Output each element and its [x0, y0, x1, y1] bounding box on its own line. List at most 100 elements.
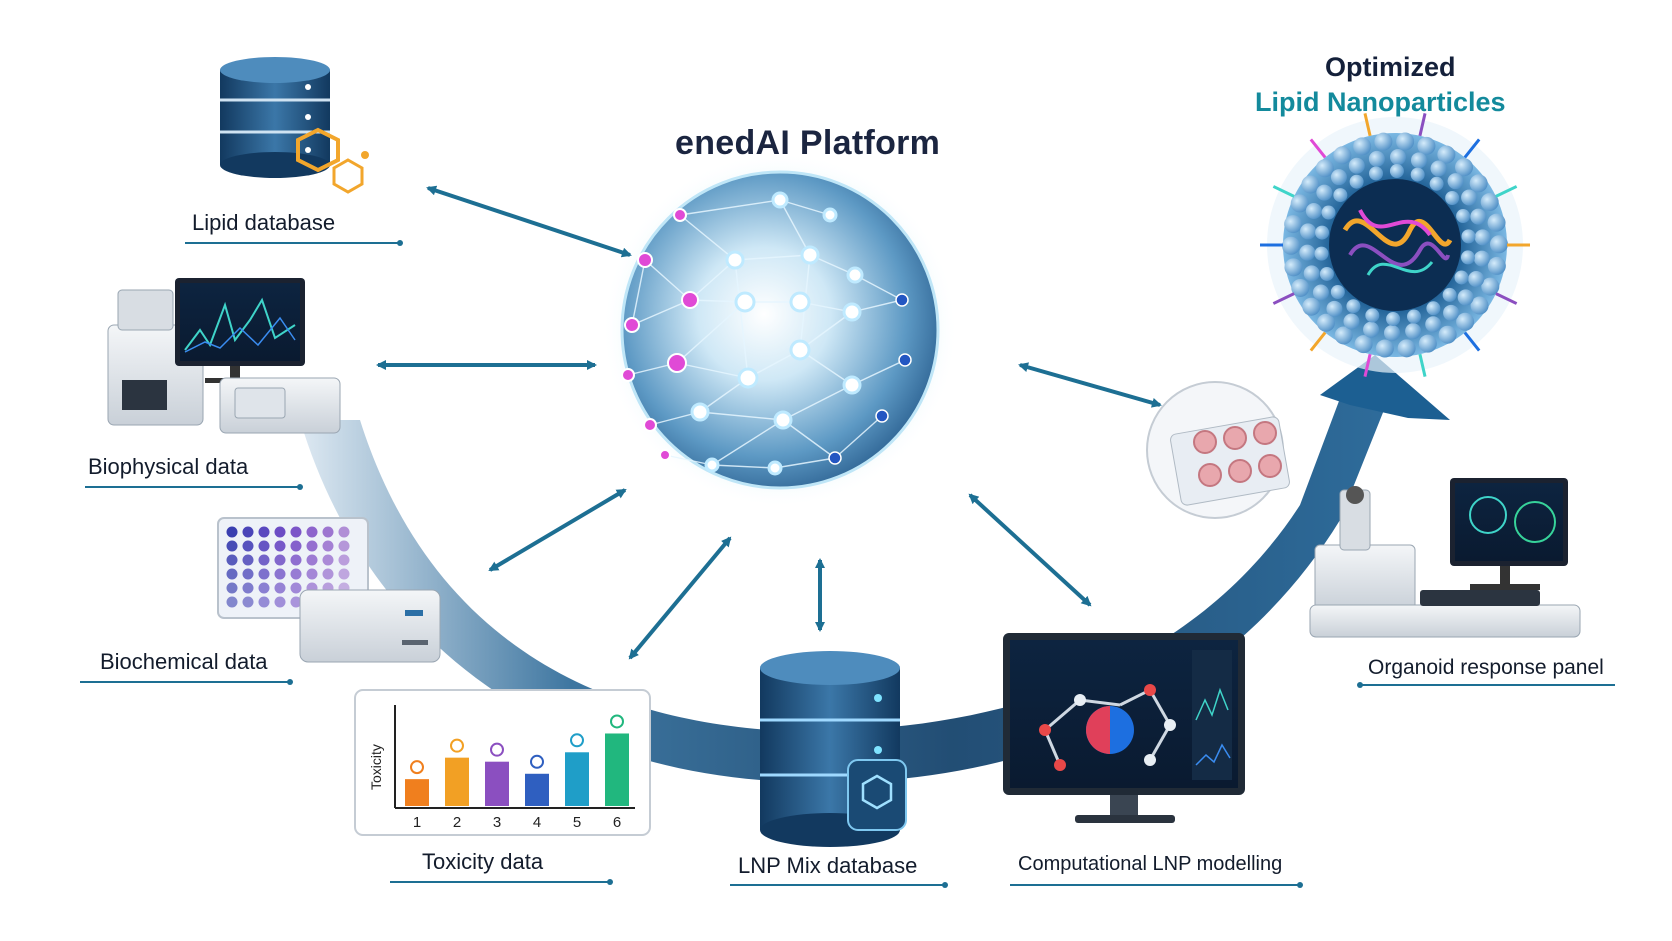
biochemical-plate-icon: [217, 517, 441, 663]
lipid-head: [1316, 313, 1335, 332]
plate-well: [258, 554, 270, 566]
output-arrow-head: [1320, 355, 1450, 420]
toxicity-bar-3: [485, 761, 509, 806]
lipid-head: [1480, 193, 1499, 212]
lipid-head: [1437, 145, 1456, 164]
arrow-biochemical: [488, 488, 627, 572]
organoid-plate-icon: [1146, 381, 1290, 519]
plate-well: [258, 582, 270, 594]
lipid-head: [1417, 136, 1436, 155]
lipid-head: [1426, 301, 1441, 316]
lipid-head: [1330, 284, 1345, 299]
lipid-head: [1348, 157, 1365, 174]
surface-ligand: [1363, 353, 1372, 377]
lipid-head: [1333, 146, 1352, 165]
lipid-head: [1321, 205, 1336, 220]
lipid-head: [1374, 132, 1393, 151]
biochemical-label: Biochemical data: [100, 649, 268, 674]
plate-well: [338, 554, 350, 566]
arrow-computational: [968, 493, 1092, 607]
lipid-head: [1481, 277, 1500, 296]
plate-well: [306, 526, 318, 538]
lipid-head: [1454, 270, 1469, 285]
plate-well: [274, 568, 286, 580]
surface-ligand: [1272, 185, 1295, 198]
lipid-head: [1386, 311, 1401, 326]
lipid-head: [1425, 316, 1442, 333]
toxicity-tick-label: 6: [613, 814, 621, 831]
lipid-head: [1461, 189, 1478, 206]
lipid-head: [1334, 326, 1353, 345]
plate-well: [338, 540, 350, 552]
lipid-head: [1461, 229, 1476, 244]
lipid-database-icon: [220, 57, 369, 194]
plate-well: [242, 568, 254, 580]
organoid-label: Organoid response panel: [1368, 656, 1604, 679]
lipid-head: [1396, 132, 1415, 151]
lipid-head: [1447, 173, 1464, 190]
lipid-head: [1299, 244, 1316, 261]
lipid-head: [1469, 174, 1488, 193]
lipid-head: [1290, 194, 1309, 213]
lipid-head: [1489, 235, 1508, 254]
plate-well: [322, 554, 334, 566]
computational-label: Computational LNP modelling: [1018, 853, 1283, 875]
plate-well: [226, 568, 238, 580]
lipid-head: [1314, 246, 1329, 261]
lipid-head: [1365, 308, 1380, 323]
lnp-mix-database-icon: [760, 651, 907, 847]
surface-ligand: [1463, 138, 1481, 159]
lipid-head: [1438, 325, 1457, 344]
toxicity-bar-5: [565, 752, 589, 806]
plate-well: [338, 568, 350, 580]
plate-well: [226, 526, 238, 538]
plate-well: [322, 526, 334, 538]
surface-ligand: [1418, 113, 1427, 137]
lipid-head: [1368, 150, 1385, 167]
lipid-head: [1390, 149, 1407, 166]
lipid-head: [1282, 236, 1301, 255]
lipid-head: [1343, 313, 1360, 330]
lipid-head: [1406, 309, 1421, 324]
plate-well: [290, 554, 302, 566]
output-title-line1: Optimized: [1325, 52, 1456, 82]
lipid-head: [1456, 209, 1471, 224]
plate-well: [258, 596, 270, 608]
plate-well: [306, 540, 318, 552]
arrow-toxicity: [628, 536, 732, 660]
plate-well: [226, 582, 238, 594]
lipid-head: [1410, 152, 1427, 169]
lipid-head: [1474, 229, 1491, 246]
plate-well: [242, 554, 254, 566]
lipid-head: [1487, 256, 1506, 275]
lipid-head: [1346, 299, 1361, 314]
plate-well: [338, 526, 350, 538]
plate-well: [290, 568, 302, 580]
lipid-head: [1349, 174, 1364, 189]
lipid-head: [1487, 213, 1506, 232]
lipid-head: [1316, 184, 1333, 201]
lipid-head: [1389, 164, 1404, 179]
toxicity-marker-icon: [610, 714, 624, 729]
organoid-microscope-icon: [1309, 478, 1581, 638]
lipid-head: [1333, 188, 1348, 203]
lipid-head: [1470, 208, 1487, 225]
computational-monitor-icon: [1003, 633, 1245, 823]
lipid-head: [1383, 324, 1400, 341]
lnp-mix-label: LNP Mix database: [738, 853, 918, 878]
lipid-nanoparticle-icon: [1260, 113, 1530, 377]
plate-well: [306, 568, 318, 580]
toxicity-bar-6: [605, 733, 629, 806]
lipid-head: [1397, 339, 1416, 358]
lipid-head: [1443, 304, 1460, 321]
plate-well: [290, 596, 302, 608]
lipid-head: [1303, 265, 1320, 282]
lipid-head: [1284, 258, 1303, 277]
toxicity-bar-2: [445, 757, 469, 806]
plate-well: [306, 554, 318, 566]
plate-well: [290, 582, 302, 594]
lipid-head: [1455, 158, 1474, 177]
plate-well: [290, 526, 302, 538]
plate-well: [274, 540, 286, 552]
